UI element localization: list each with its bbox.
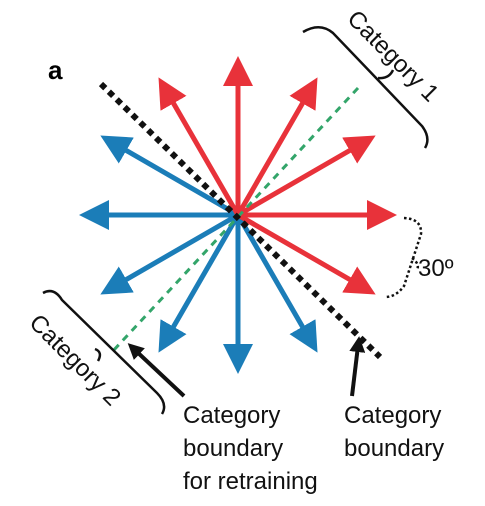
- category-2-arrow-0: [100, 135, 240, 218]
- retraining-label-line-1: Category: [183, 402, 280, 429]
- panel-label: a: [48, 55, 63, 85]
- category-2-arrow-3: [158, 213, 241, 353]
- category-1-arrows: [158, 56, 397, 295]
- category-boundary-label-line-2: boundary: [344, 435, 444, 462]
- angle-bracket: [384, 216, 423, 299]
- category-1-label: Category 1: [342, 5, 444, 107]
- category-2-arrows: [79, 135, 318, 374]
- category-1-arrow-5: [158, 77, 241, 217]
- category-2-arrow-5: [235, 213, 318, 353]
- category-2-arrow-2: [100, 212, 240, 295]
- retraining-label-line-3: for retraining: [183, 468, 318, 495]
- category-2-label: Category 2: [24, 309, 126, 411]
- category-2-bracket: [42, 289, 166, 415]
- category-1-bracket: [302, 26, 429, 149]
- category-1-arrow-2: [236, 135, 376, 218]
- category-boundary-pointer-arrow: [349, 336, 366, 397]
- angle-label: 30º: [418, 255, 454, 282]
- category-1-arrow-1: [235, 77, 318, 217]
- category-boundary-label-line-1: Category: [344, 402, 441, 429]
- category-1-arrow-4: [236, 212, 376, 295]
- retraining-pointer-arrow: [127, 343, 186, 398]
- retraining-boundary-line: [110, 86, 360, 354]
- retraining-label-line-2: boundary: [183, 435, 283, 462]
